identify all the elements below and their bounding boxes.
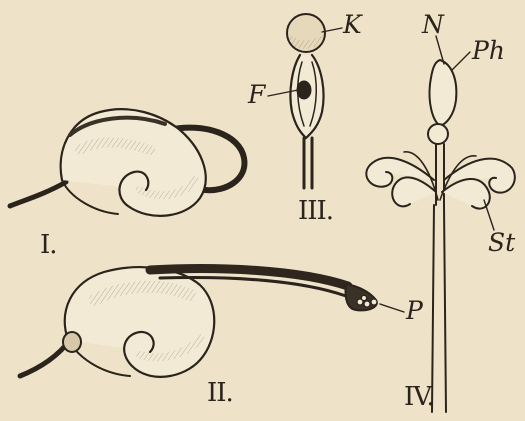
label-p: P <box>406 298 423 323</box>
label-n: N <box>422 12 444 37</box>
label-st: St <box>488 230 515 255</box>
figure-label-ii: II. <box>207 380 233 406</box>
label-ph: Ph <box>472 38 505 63</box>
figure-label-iii: III. <box>298 198 333 224</box>
figure-label-i: I. <box>40 232 57 258</box>
figure-i-anther <box>10 109 244 216</box>
label-k: K <box>343 12 362 37</box>
figure-label-iv: IV. <box>404 384 434 410</box>
label-f: F <box>248 82 265 107</box>
figure-ii-anther <box>20 267 404 377</box>
figure-iv-stalk <box>366 36 515 412</box>
figure-iii-capsule <box>268 14 342 188</box>
